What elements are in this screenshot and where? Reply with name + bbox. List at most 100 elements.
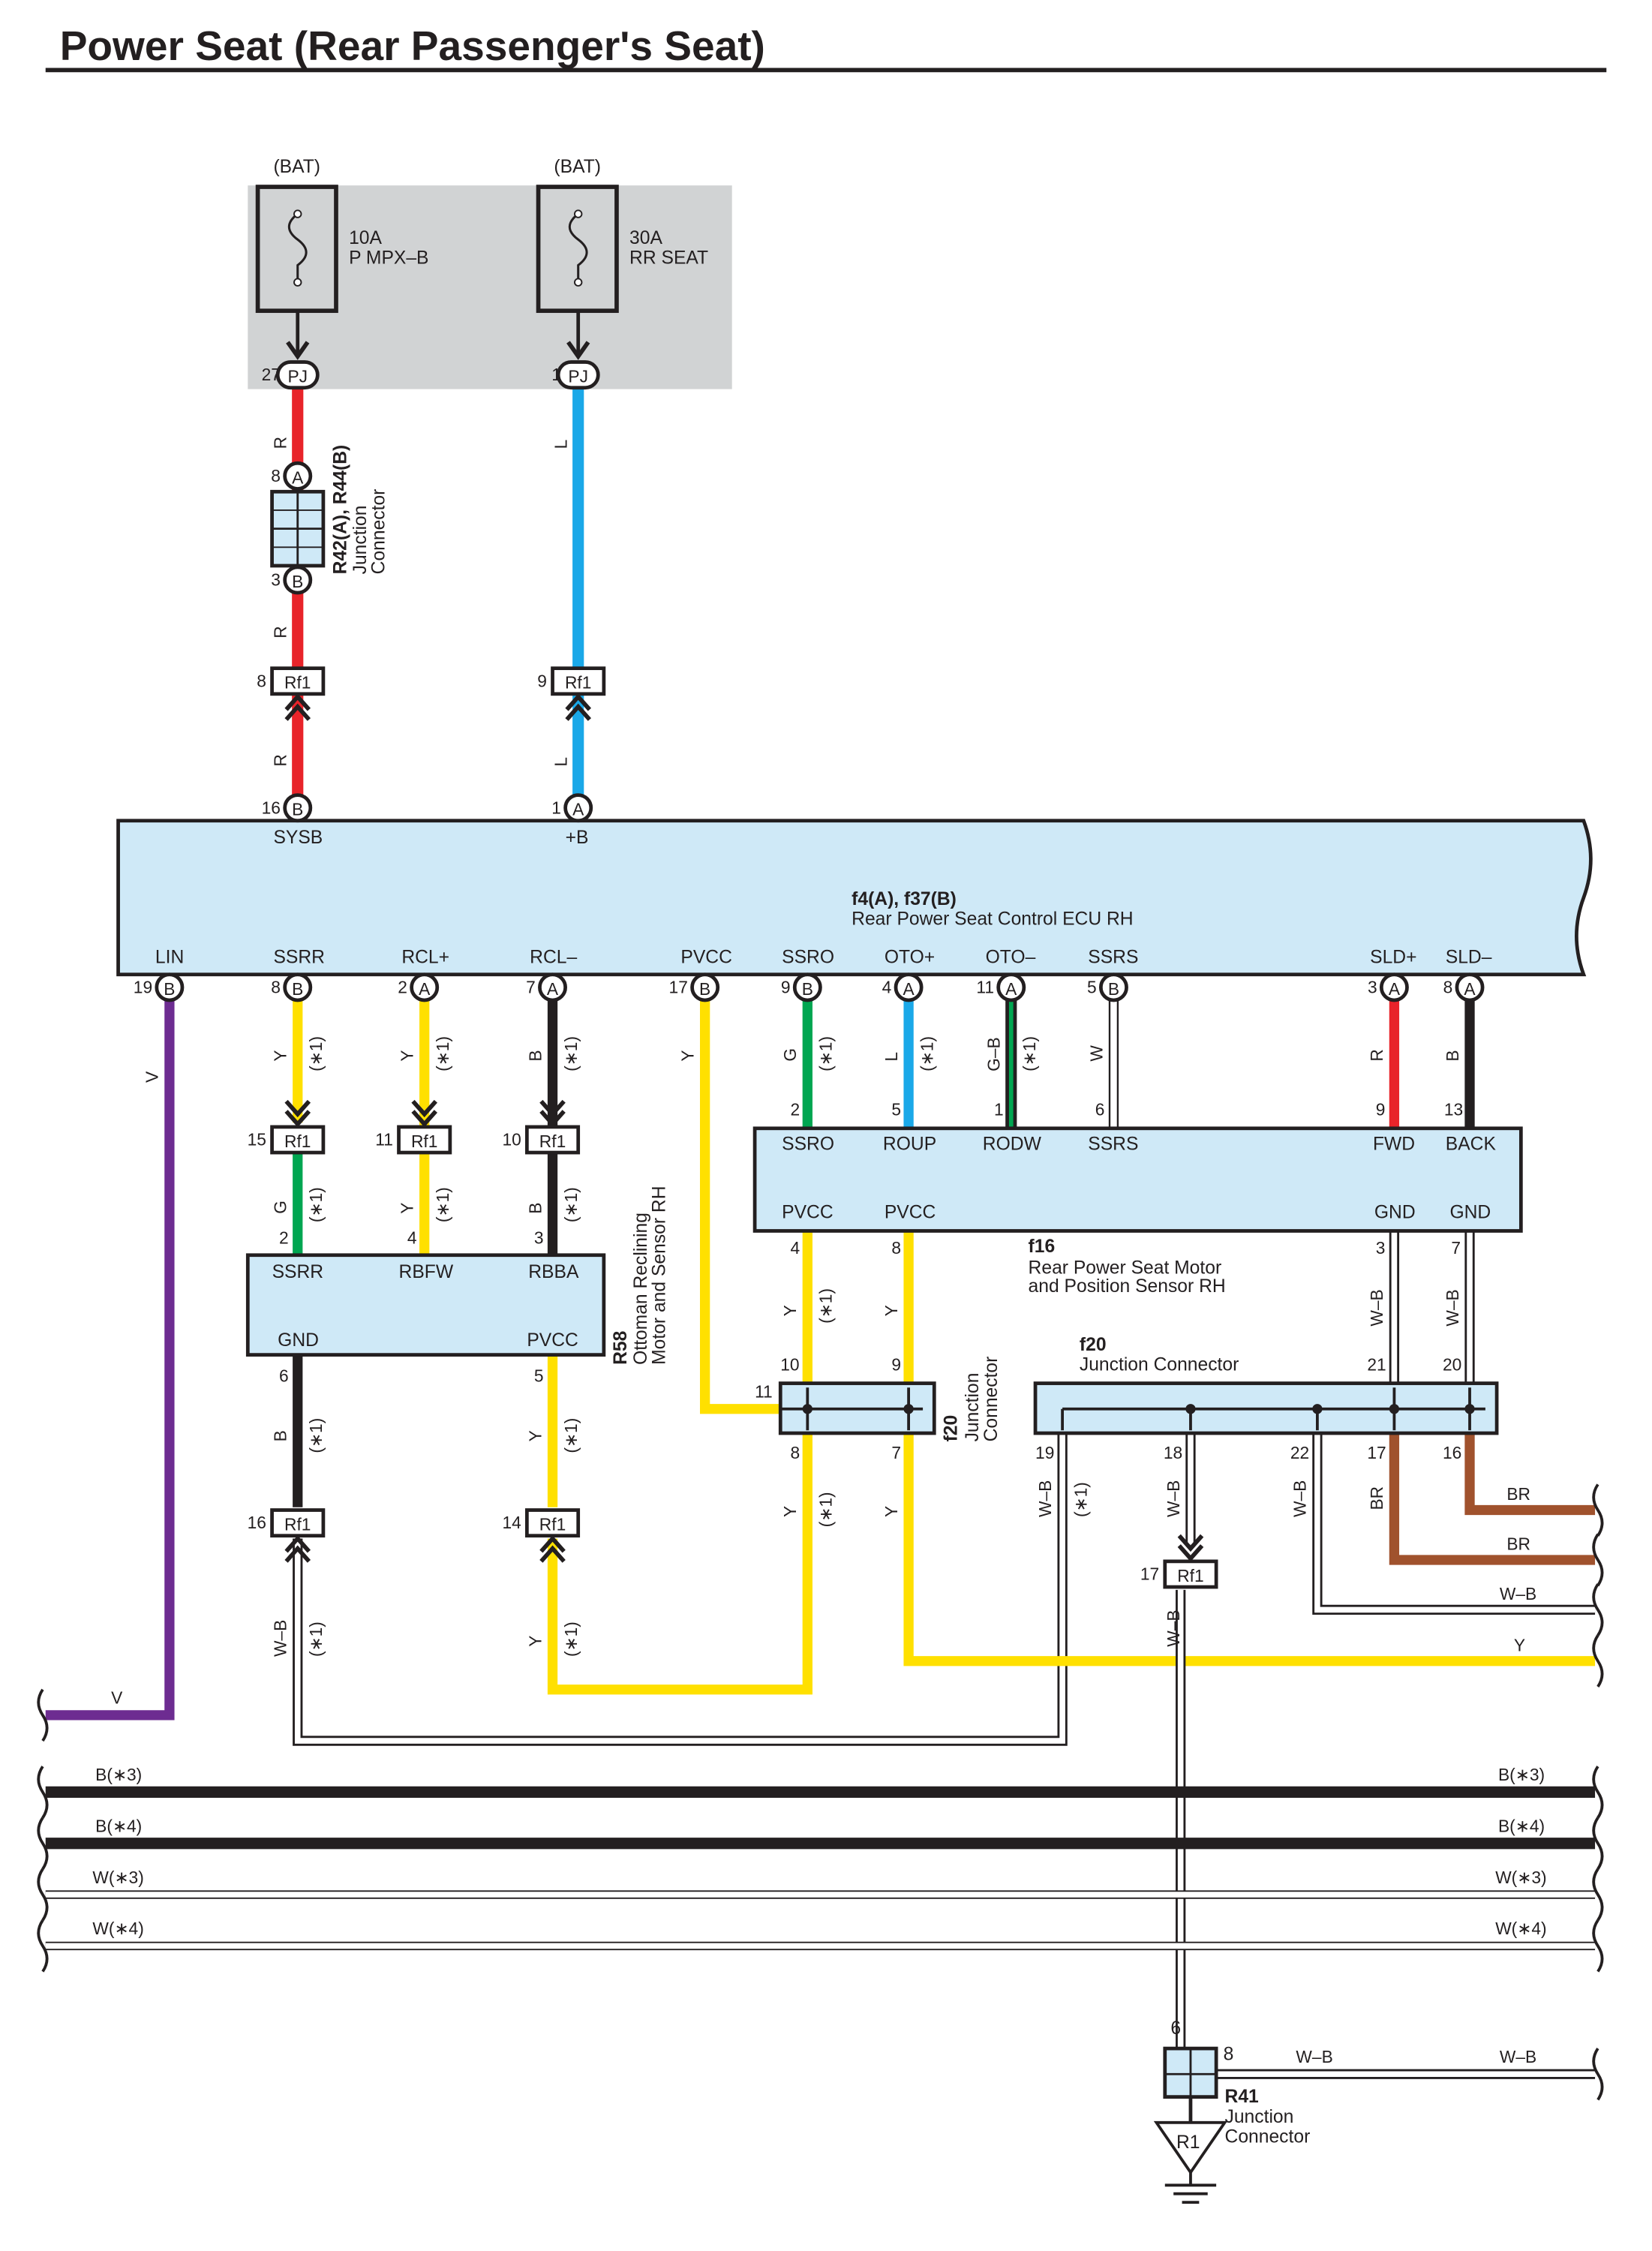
f16-pin-label: GND [1449, 1202, 1491, 1222]
double-arrow-down-icon [284, 1099, 311, 1128]
connector-letter: A [292, 467, 304, 487]
connector-letter: A [903, 979, 915, 999]
pin-number: 22 [1290, 1443, 1309, 1462]
double-arrow-up-icon [284, 693, 311, 721]
wire-code-label: Y [1514, 1635, 1525, 1654]
ecu-pin-otop: OTO+ [885, 948, 935, 968]
pin-number: 9 [781, 977, 791, 996]
r58-pin-label: RBFW [399, 1262, 454, 1282]
wire-yellow-f20-7 [903, 1430, 1596, 1666]
wire-code-label: Y [398, 1203, 417, 1214]
r58-desc-1: Ottoman Reclining [631, 1213, 651, 1365]
r41-desc-2: Connector [1225, 2126, 1311, 2147]
r58-name: R58 [611, 1331, 631, 1365]
pin-number: 11 [755, 1382, 773, 1402]
wire-code-label: Y [780, 1305, 800, 1316]
wire-code-label: R [1367, 1049, 1386, 1061]
f20-small-desc-1: Junction [963, 1373, 983, 1442]
wire-code-label: L [551, 757, 571, 767]
pin-number: 1 [994, 1100, 1004, 1119]
connector-letter: B [292, 979, 303, 999]
note-star-1: (∗1) [917, 1036, 936, 1071]
rf1-label: Rf1 [284, 1515, 311, 1534]
wire-code-label: BR [1367, 1486, 1386, 1510]
pin-number: 13 [1444, 1100, 1463, 1119]
double-arrow-down-icon [1177, 1534, 1204, 1562]
rf1-label: Rf1 [539, 1132, 566, 1151]
pin-number: 7 [526, 977, 536, 996]
pin-number: 8 [257, 671, 266, 690]
note-star-1: (∗1) [1020, 1036, 1039, 1071]
f20-small-desc-2: Connector [981, 1357, 1002, 1442]
wire-code-label: Y [398, 1050, 417, 1061]
f16-pin-label: PVCC [782, 1202, 834, 1222]
fuse-element-icon [568, 212, 588, 283]
fuse-amp: 30A [629, 228, 662, 248]
pin-number: 2 [398, 977, 407, 996]
ecu-box [116, 819, 1593, 977]
wire-code-label: W–B [1367, 1289, 1386, 1326]
note-star-1: (∗1) [433, 1187, 452, 1222]
f16-pin-label: PVCC [885, 1202, 936, 1222]
note-star-1: (∗1) [306, 1621, 326, 1657]
wire-code-label: W–B [1296, 2047, 1332, 2066]
wire-code-label: B [525, 1203, 545, 1214]
rf1-label: Rf1 [1177, 1566, 1203, 1585]
pin-number: 9 [891, 1355, 901, 1375]
pin-number: 14 [502, 1513, 521, 1532]
double-arrow-up-icon [539, 1535, 566, 1563]
pin-number: 5 [1087, 977, 1097, 996]
pin-number: 2 [279, 1228, 289, 1248]
pin-number: 15 [248, 1130, 266, 1150]
wire-code-label: R [271, 754, 290, 766]
pin-number: 6 [1095, 1100, 1105, 1119]
bus-label: B(∗4) [1498, 1817, 1545, 1836]
wire-code-label: Y [882, 1305, 901, 1316]
connector-letter: A [1389, 979, 1401, 999]
connector-letter: PJ [287, 367, 308, 386]
rf1-label: Rf1 [284, 1132, 311, 1151]
pin-ecu-plusb: A1 [551, 793, 593, 823]
connector-letter: A [1464, 979, 1476, 999]
connector-letter: B [164, 979, 175, 999]
wire-code-label: W–B [1500, 1584, 1536, 1603]
r58-pin-label: SSRR [272, 1262, 324, 1282]
r42-desc-2: Connector [369, 489, 389, 575]
pin-number: 19 [1035, 1443, 1054, 1462]
pin-number: 17 [1367, 1443, 1386, 1462]
pin-number: 3 [1368, 977, 1377, 996]
wire-code-label: L [551, 440, 571, 449]
r58-pin-label: PVCC [527, 1330, 578, 1351]
pin-number: 3 [271, 570, 281, 590]
ecu-name: f4(A), f37(B) [852, 889, 957, 909]
fuse-rr-seat: (BAT) 30A RR SEAT [536, 157, 708, 314]
f16-pin-label: SSRO [782, 1134, 834, 1154]
rf1-label: Rf1 [411, 1132, 437, 1151]
wire-code-label: B [271, 1430, 290, 1441]
r41-desc-1: Junction [1225, 2107, 1294, 2127]
pin-number: 16 [262, 798, 281, 817]
wire-code-label: W–B [271, 1620, 290, 1657]
f16-pin-label: BACK [1446, 1134, 1497, 1154]
rf1-label: Rf1 [565, 673, 591, 693]
ecu-desc: Rear Power Seat Control ECU RH [852, 909, 1133, 929]
fuse-source-label: (BAT) [273, 157, 320, 177]
pin-number: 6 [279, 1366, 289, 1386]
connector-letter: B [1108, 979, 1119, 999]
ecu-pin-otom: OTO– [986, 948, 1036, 968]
fuse-source-label: (BAT) [554, 157, 601, 177]
connector-letter: B [292, 572, 303, 591]
bus-label: W(∗4) [1495, 1919, 1546, 1938]
pin-number: 9 [1376, 1100, 1386, 1119]
r42-desc-1: Junction [350, 506, 371, 575]
r58-pin-label: GND [278, 1330, 319, 1351]
ecu-pin-sldp: SLD+ [1370, 948, 1416, 968]
pin-ecu-rclp: A2 [398, 972, 440, 1002]
wire-code-label: R [271, 437, 290, 449]
